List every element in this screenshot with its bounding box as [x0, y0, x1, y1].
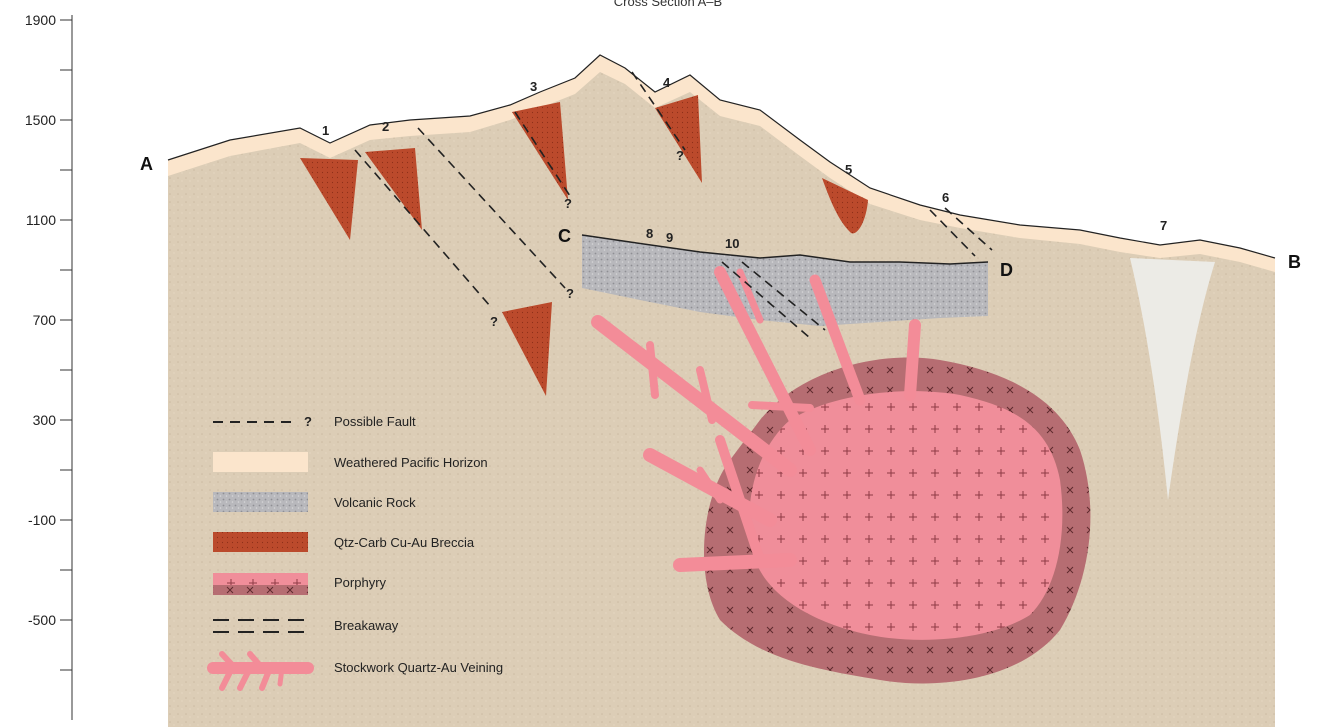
legend-swatch-weathered [213, 452, 308, 472]
y-axis-ticks: 1900 1500 1100 700 300 -100 -500 [25, 12, 72, 670]
y-tick-label: 1500 [25, 112, 56, 128]
point-label-8: 8 [646, 226, 653, 241]
point-label-9: 9 [666, 230, 673, 245]
legend-label-veining: Stockwork Quartz-Au Veining [334, 660, 503, 675]
end-label-b: B [1288, 252, 1301, 272]
point-label-7: 7 [1160, 218, 1167, 233]
y-tick-label: 1100 [26, 212, 56, 228]
legend-swatch-volcanic [213, 492, 308, 512]
legend-swatch-porphyry [213, 573, 308, 586]
question-mark-fault3: ? [564, 196, 572, 211]
end-label-c: C [558, 226, 571, 246]
question-mark-fault1: ? [490, 314, 498, 329]
y-tick-label: 700 [33, 312, 57, 328]
legend-label-breakaway: Breakaway [334, 618, 399, 633]
end-label-a: A [140, 154, 153, 174]
legend-item-weathered: Weathered Pacific Horizon [213, 452, 488, 472]
question-mark-breccia4: ? [676, 148, 684, 163]
point-label-2: 2 [382, 119, 389, 134]
legend-fault-qmark: ? [304, 414, 312, 429]
legend-swatch-porphyry-rim [213, 585, 308, 595]
point-label-3: 3 [530, 79, 537, 94]
point-label-6: 6 [942, 190, 949, 205]
point-label-5: 5 [845, 162, 852, 177]
legend-label-fault: Possible Fault [334, 414, 416, 429]
question-mark-fault2: ? [566, 286, 574, 301]
end-label-d: D [1000, 260, 1013, 280]
legend-label-breccia: Qtz-Carb Cu-Au Breccia [334, 535, 475, 550]
y-tick-label: 1900 [25, 12, 56, 28]
point-label-4: 4 [663, 75, 671, 90]
legend-swatch-breccia [213, 532, 308, 552]
y-tick-label: -100 [28, 512, 56, 528]
legend-item-breccia: Qtz-Carb Cu-Au Breccia [213, 532, 475, 552]
diagram-title: Cross Section A–B [614, 0, 722, 9]
legend-label-weathered: Weathered Pacific Horizon [334, 455, 488, 470]
point-label-10: 10 [725, 236, 739, 251]
point-label-1: 1 [322, 123, 329, 138]
legend-label-porphyry: Porphyry [334, 575, 387, 590]
y-tick-label: -500 [28, 612, 56, 628]
legend-label-volcanic: Volcanic Rock [334, 495, 416, 510]
y-tick-label: 300 [33, 412, 57, 428]
